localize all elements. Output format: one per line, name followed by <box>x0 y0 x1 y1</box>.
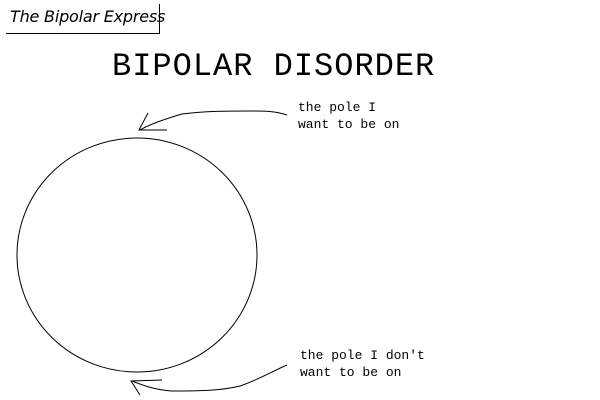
globe-circle <box>16 137 258 373</box>
comic-title: BIPOLAR DISORDER <box>112 48 436 85</box>
bottom-pole-label-line1: the pole I don't <box>300 348 425 363</box>
top-pole-label-line2: want to be on <box>298 117 400 132</box>
top-pole-arrow-head <box>138 112 167 131</box>
top-pole-label: the pole I want to be on <box>298 99 399 133</box>
top-pole-arrow-line <box>139 110 288 131</box>
bottom-pole-label-line2: want to be on <box>300 365 402 380</box>
header-box: The Bipolar Express <box>6 4 165 34</box>
bottom-pole-arrow-head <box>130 379 163 396</box>
comic-series-title: The Bipolar Express <box>10 7 166 26</box>
bottom-pole-label: the pole I don't want to be on <box>300 347 425 381</box>
top-pole-label-line1: the pole I <box>298 100 377 115</box>
bottom-pole-arrow-line <box>131 364 288 392</box>
